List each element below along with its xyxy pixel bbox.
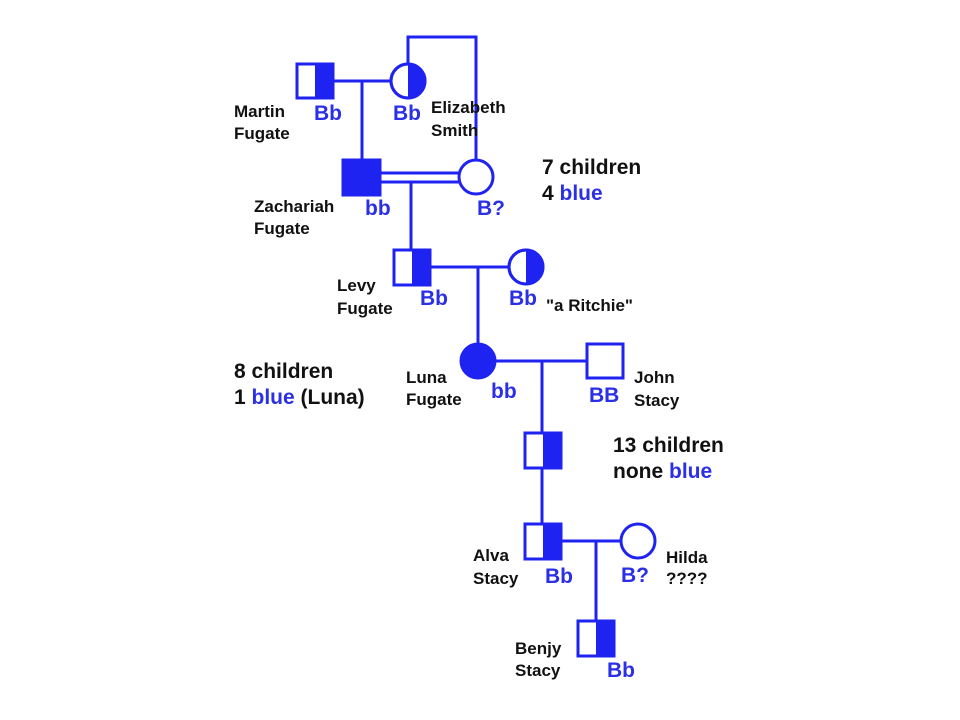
levy-children-luna: (Luna) xyxy=(295,386,365,409)
levy-children-blue-line: 1 blue (Luna) xyxy=(234,386,365,409)
luna-symbol xyxy=(459,342,497,380)
luna-genotype: bb xyxy=(491,380,517,403)
alva-name-line1: Alva xyxy=(473,546,509,565)
martin-genotype: Bb xyxy=(314,102,342,125)
elizabeth-symbol xyxy=(389,62,427,100)
john-symbol xyxy=(585,342,625,380)
alva-name-line2: Stacy xyxy=(473,569,519,588)
benjy-genotype: Bb xyxy=(607,659,635,682)
elizabeth-name-line2: Smith xyxy=(431,121,478,140)
levy-children-count: 8 children xyxy=(234,360,333,383)
hilda-genotype: B? xyxy=(621,564,649,587)
benjy-name-line2: Stacy xyxy=(515,661,561,680)
zach-children-note: 7 children 4 blue xyxy=(542,156,641,205)
benjy-name-line1: Benjy xyxy=(515,639,562,658)
zach-wife-genotype: B? xyxy=(477,197,505,220)
luna-children-count: 13 children xyxy=(613,434,724,457)
levy-name-line1: Levy xyxy=(337,276,376,295)
luna-children-note: 13 children none blue xyxy=(613,434,724,483)
ritchie-name: "a Ritchie" xyxy=(546,296,633,315)
luna-name-line2: Fugate xyxy=(406,390,462,409)
levy-children-note: 8 children 1 blue (Luna) xyxy=(234,360,365,409)
zach-children-blue-word: blue xyxy=(560,182,603,205)
zach-children-blue-count: 4 xyxy=(542,182,560,205)
hilda-symbol xyxy=(619,522,657,560)
zachariah-name-line2: Fugate xyxy=(254,219,310,238)
john-name-line1: John xyxy=(634,368,675,387)
zachariah-genotype: bb xyxy=(365,197,391,220)
ritchie-genotype: Bb xyxy=(509,287,537,310)
zach-children-count: 7 children xyxy=(542,156,641,179)
john-genotype: BB xyxy=(589,384,619,407)
levy-name-line2: Fugate xyxy=(337,299,393,318)
ritchie-symbol xyxy=(507,248,545,286)
stacy-child-symbol xyxy=(523,431,563,470)
pedigree-lines xyxy=(333,35,621,621)
hilda-name-line1: Hilda xyxy=(666,548,708,567)
relation-loop-elizabeth-wife xyxy=(406,35,478,160)
martin-name-line1: Martin xyxy=(234,102,285,121)
luna-children-none: none xyxy=(613,460,669,483)
martin-name-line2: Fugate xyxy=(234,124,290,143)
levy-genotype: Bb xyxy=(420,287,448,310)
elizabeth-name-line1: Elizabeth xyxy=(431,98,506,117)
levy-children-blue-word: blue xyxy=(252,386,295,409)
levy-children-blue-count: 1 xyxy=(234,386,252,409)
zach-children-blue-line: 4 blue xyxy=(542,182,603,205)
martin-symbol xyxy=(295,62,335,100)
zachariah-symbol xyxy=(341,158,382,197)
levy-symbol xyxy=(392,248,432,287)
elizabeth-genotype: Bb xyxy=(393,102,421,125)
zach-wife-symbol xyxy=(457,158,495,196)
benjy-symbol xyxy=(576,619,616,658)
alva-symbol xyxy=(523,522,563,561)
zachariah-name-line1: Zachariah xyxy=(254,197,334,216)
alva-genotype: Bb xyxy=(545,565,573,588)
luna-children-blue-word: blue xyxy=(669,460,712,483)
hilda-name-line2: ???? xyxy=(666,569,708,588)
luna-name-line1: Luna xyxy=(406,368,447,387)
john-name-line2: Stacy xyxy=(634,391,680,410)
luna-children-blue-line: none blue xyxy=(613,460,712,483)
